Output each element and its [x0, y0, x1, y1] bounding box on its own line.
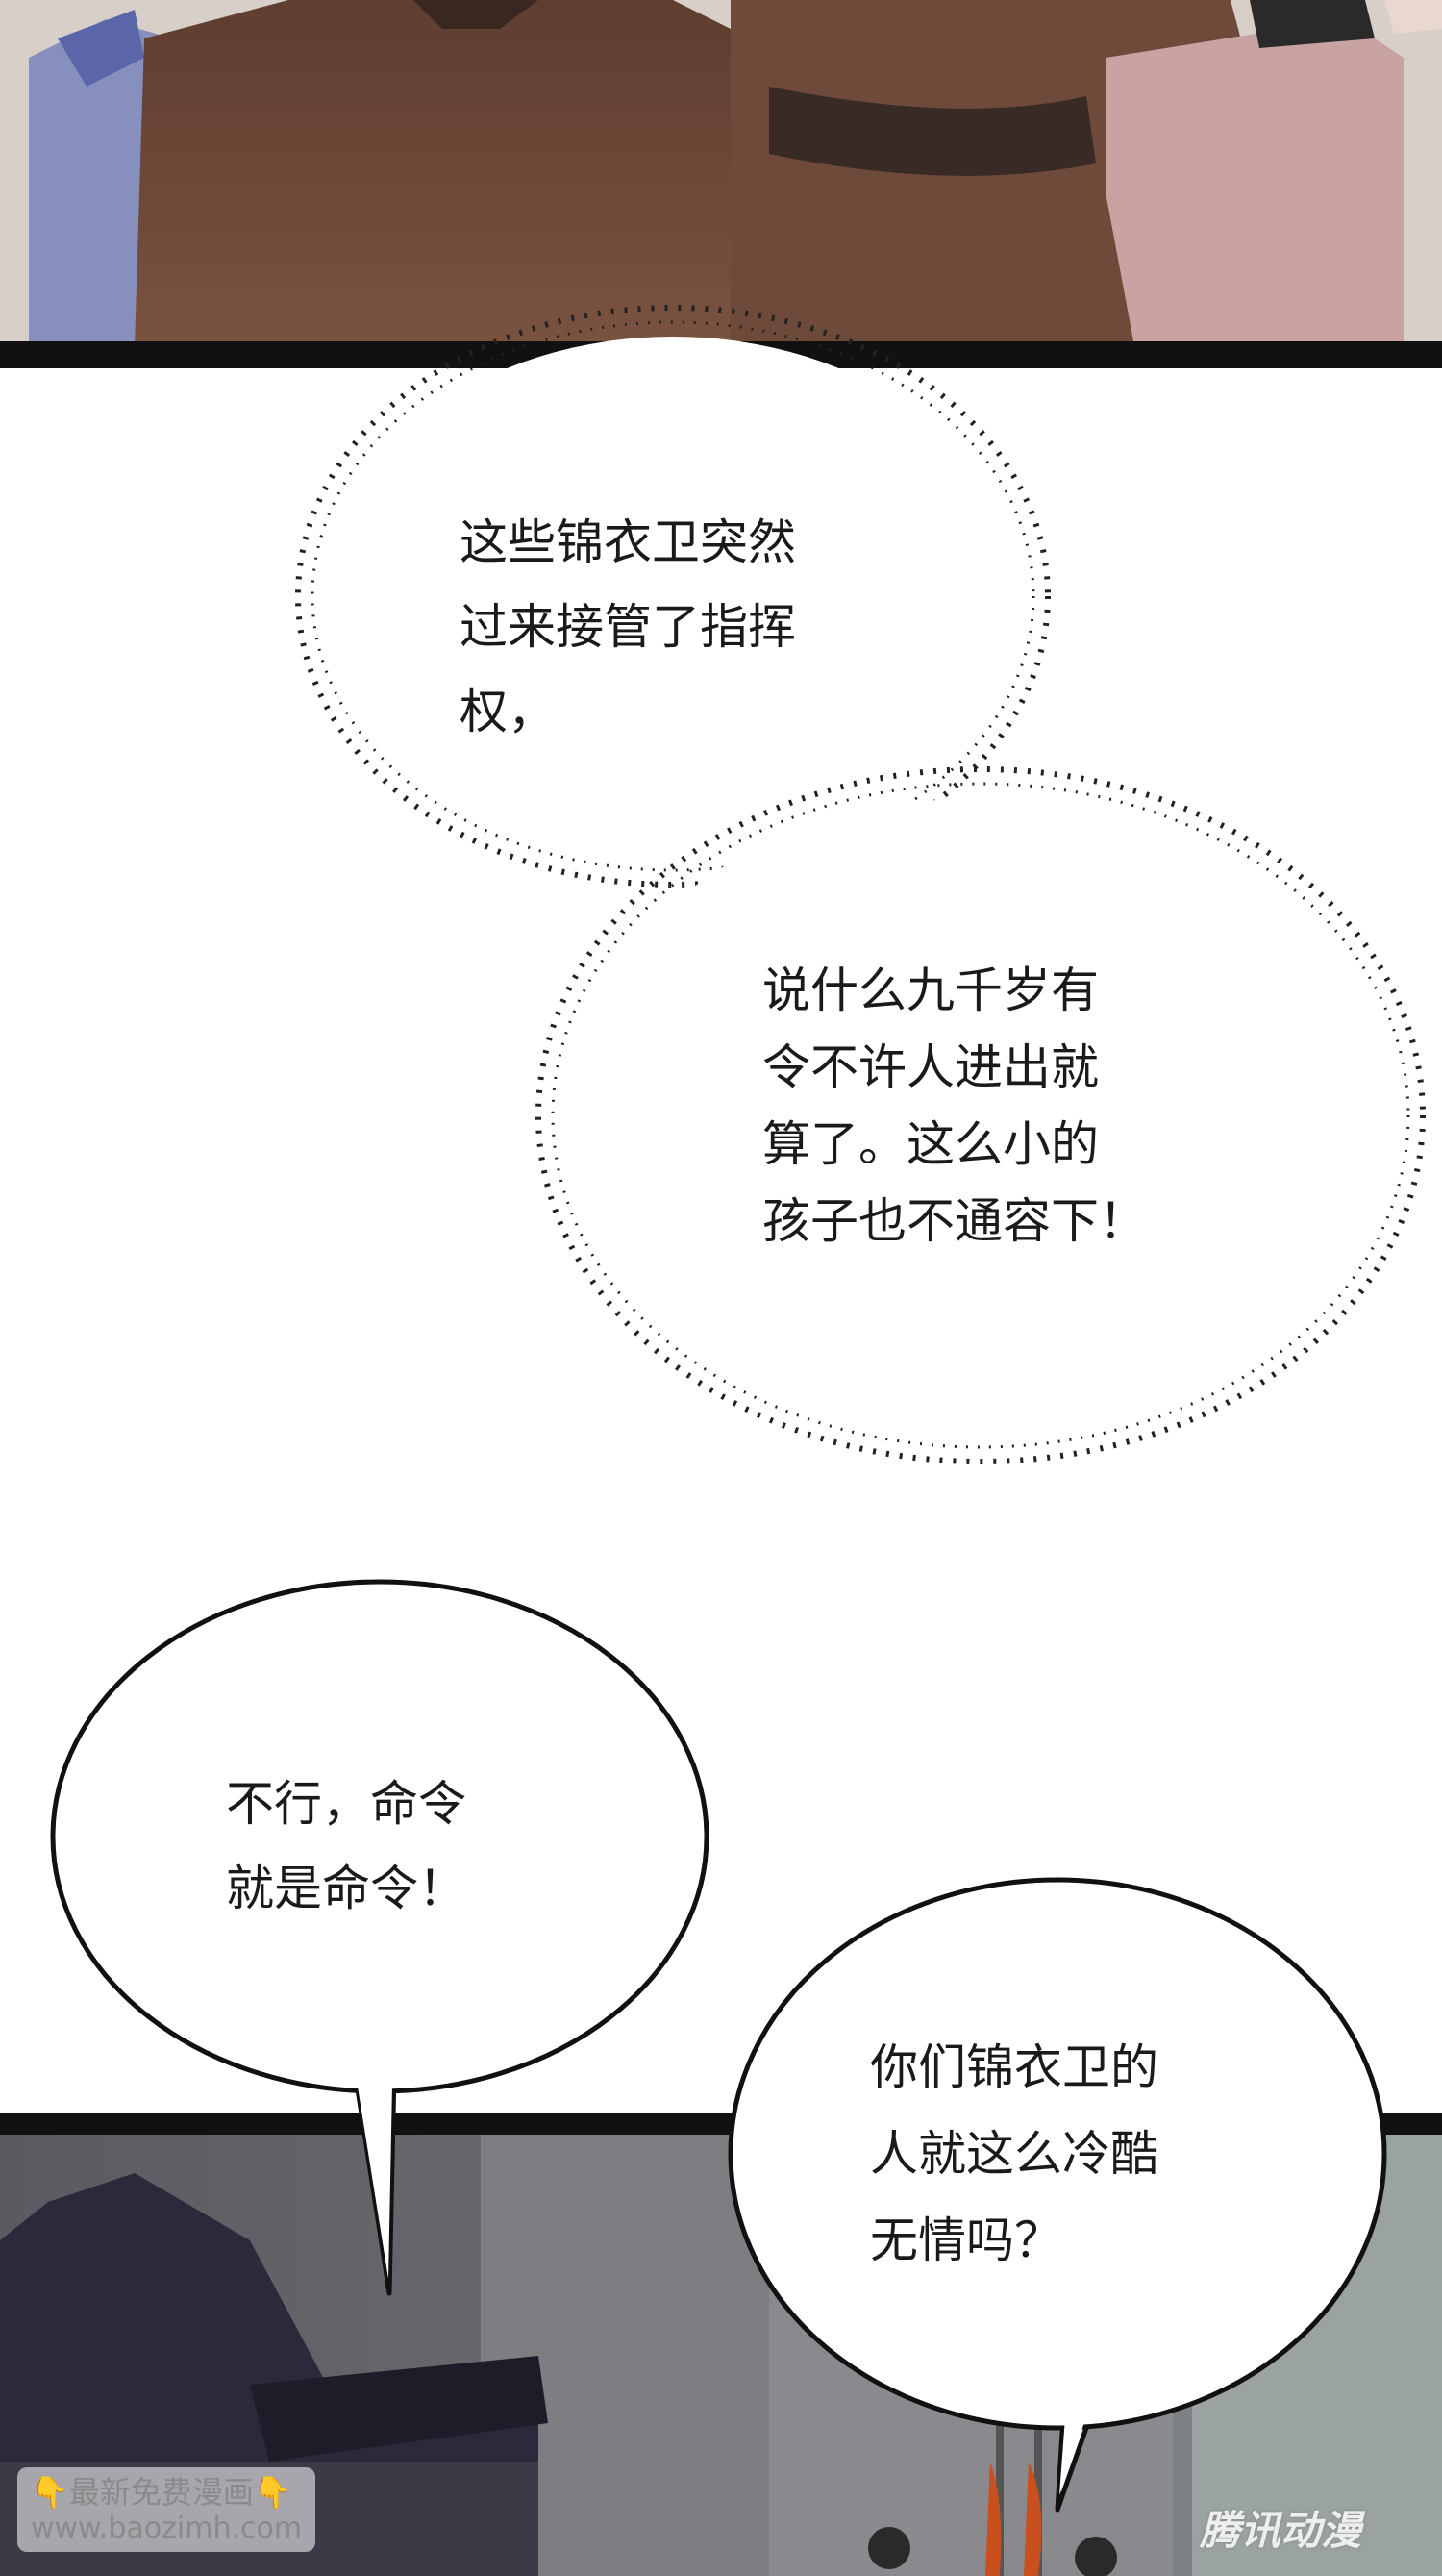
speech-right-text: 你们锦衣卫的 人就这么冷酷 无情吗？ — [870, 2024, 1158, 2284]
brown-robe-collar — [413, 0, 538, 29]
belt — [769, 87, 1096, 176]
thought-bubble-middle-fill — [567, 798, 1394, 1433]
thought-bubble-top-spikes — [295, 305, 1051, 888]
thought-bubble-top-spikes-inner — [311, 320, 1035, 872]
pointing-down-hand-icon: 👇 — [31, 2474, 69, 2511]
thought-middle-line: 算了。这么小的 — [762, 1116, 1099, 1172]
top-panel — [0, 0, 1442, 368]
speech-bubble-right-body — [728, 1877, 1387, 2431]
thought-middle-line: 孩子也不通容下！ — [762, 1193, 1147, 1249]
thought-middle-text: 说什么九千岁有 令不许人进出就 算了。这么小的 孩子也不通容下！ — [762, 952, 1147, 1260]
speech-right-line: 人就这么冷酷 — [870, 2126, 1158, 2182]
thought-bubble-middle — [535, 766, 1426, 1464]
speech-bubble-left-tail-fill — [358, 2085, 392, 2279]
thought-bubble-top-fill — [327, 337, 1019, 856]
pink-robe-figure — [1106, 19, 1404, 346]
thought-middle-line: 令不许人进出就 — [762, 1039, 1099, 1095]
thought-top-line: 这些锦衣卫突然 — [460, 514, 796, 570]
hand — [1384, 0, 1442, 34]
site-watermark[interactable]: 👇最新免费漫画👇 www.baozimh.com — [17, 2467, 315, 2552]
thought-middle-line: 说什么九千岁有 — [762, 963, 1099, 1018]
thought-top-line: 权， — [460, 684, 556, 739]
speech-right-line: 无情吗？ — [870, 2213, 1062, 2268]
pointing-down-hand-icon: 👇 — [253, 2474, 292, 2511]
thought-top-line: 过来接管了指挥 — [460, 599, 796, 655]
speech-left-line: 不行，命令 — [226, 1776, 466, 1832]
speech-right-line: 你们锦衣卫的 — [870, 2039, 1158, 2095]
guard-hat-brim — [250, 2356, 548, 2462]
speech-bubble-left — [50, 1579, 709, 2296]
site-watermark-label-row: 👇最新免费漫画👇 — [31, 2473, 292, 2512]
dark-sleeve — [1250, 0, 1375, 48]
brown-robe-figure — [135, 0, 769, 346]
publisher-watermark: 腾讯动漫 — [1200, 2507, 1362, 2554]
speech-bubble-right — [728, 1877, 1387, 2513]
spear-tassel-left — [985, 2462, 1002, 2576]
speech-bubble-right-tail-fill — [1059, 2361, 1106, 2495]
thought-bubble-middle-spikes — [535, 766, 1426, 1464]
thought-bubble-top — [295, 305, 1051, 888]
thought-top-text: 这些锦衣卫突然 过来接管了指挥 权， — [460, 500, 796, 754]
soldier-head-right — [1075, 2537, 1117, 2576]
speech-left-line: 就是命令！ — [226, 1861, 466, 1916]
spear-tassel-right — [1024, 2462, 1042, 2576]
thought-bubble-middle-spikes-inner — [551, 782, 1410, 1449]
blue-collar — [58, 10, 144, 87]
site-watermark-url[interactable]: www.baozimh.com — [31, 2512, 303, 2545]
speech-left-text: 不行，命令 就是命令！ — [226, 1762, 466, 1931]
soldier-head-left — [868, 2527, 910, 2569]
site-watermark-label: 最新免费漫画 — [68, 2474, 254, 2511]
